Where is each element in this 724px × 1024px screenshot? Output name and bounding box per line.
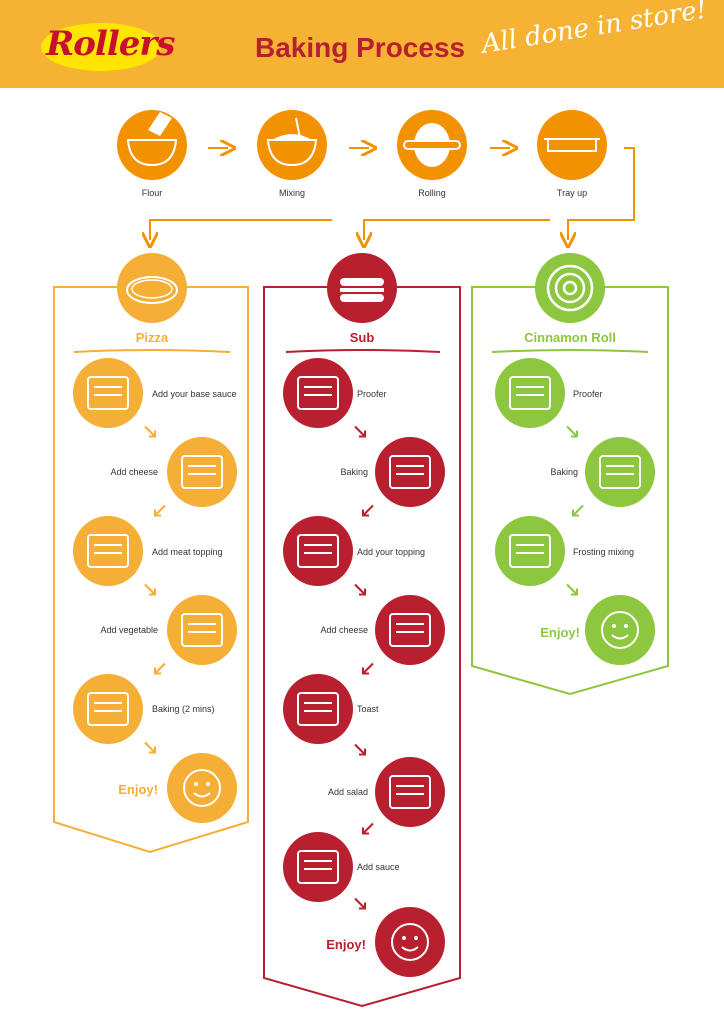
top-arrows — [150, 148, 635, 240]
pizza-title: Pizza — [135, 330, 169, 345]
pizza-step-circle-1 — [73, 358, 143, 428]
pizza-arrow-2 — [154, 504, 166, 517]
cinnamon-step-circle-4 — [585, 595, 655, 665]
sub-enjoy: Enjoy! — [326, 937, 366, 952]
pizza-step-circle-5 — [73, 674, 143, 744]
pizza-step-2: Add cheese — [110, 467, 158, 477]
sub-step-circle-3 — [283, 516, 353, 586]
top-step-flour-icon — [117, 110, 187, 180]
cinnamon-arrow-3 — [566, 583, 578, 596]
page-title: Baking Process — [255, 32, 466, 63]
pizza-arrow-5 — [144, 741, 156, 754]
sub-step-circle-8 — [375, 907, 445, 977]
cinnamon-arrow-1 — [566, 425, 578, 438]
pizza-step-4: Add vegetable — [100, 625, 158, 635]
sub-step-6: Add salad — [327, 787, 368, 797]
sub-step-circle-7 — [283, 832, 353, 902]
cinnamon-step-circle-1 — [495, 358, 565, 428]
pizza-arrow-1 — [144, 425, 156, 438]
cinnamon-roll-icon — [535, 253, 605, 323]
top-step-mixing-icon — [257, 110, 327, 180]
cinnamon-step-circle-2 — [585, 437, 655, 507]
pizza-step-5: Baking (2 mins) — [152, 704, 215, 714]
step-circles — [73, 358, 655, 977]
sub-arrow-3 — [354, 583, 366, 596]
pizza-frame — [53, 286, 249, 854]
top-step-tray-icon — [537, 110, 607, 180]
sub-step-circle-6 — [375, 757, 445, 827]
pizza-step-3: Add meat topping — [152, 547, 223, 557]
pizza-icon — [117, 253, 187, 323]
top-step-label-mixing: Mixing — [278, 188, 305, 198]
sub-step-5: Toast — [357, 704, 379, 714]
rollers-logo — [41, 23, 161, 71]
cinnamon-title: Cinnamon Roll — [524, 330, 616, 345]
sub-step-circle-5 — [283, 674, 353, 744]
sub-arrow-5 — [354, 743, 366, 756]
sub-frame — [263, 286, 461, 1008]
sub-title: Sub — [349, 330, 375, 345]
pizza-step-circle-2 — [167, 437, 237, 507]
pizza-enjoy: Enjoy! — [118, 782, 158, 797]
sub-arrow-4 — [362, 662, 374, 675]
pizza-arrow-3 — [144, 583, 156, 596]
sub-arrow-6 — [362, 822, 374, 835]
cinnamon-step-1: Proofer — [573, 389, 603, 399]
sub-sandwich-icon — [327, 253, 397, 323]
sub-step-circle-2 — [375, 437, 445, 507]
logo-text: Rollers — [46, 24, 175, 64]
sub-step-circle-1 — [283, 358, 353, 428]
sub-step-circle-4 — [375, 595, 445, 665]
top-step-label-rolling: Rolling — [418, 188, 446, 198]
sub-arrow-7 — [354, 897, 366, 910]
cinnamon-step-circle-3 — [495, 516, 565, 586]
cinnamon-frame — [471, 286, 669, 696]
pizza-arrow-4 — [154, 662, 166, 675]
top-step-rolling-icon — [397, 110, 467, 180]
top-step-label-flour: Flour — [141, 188, 163, 198]
cinnamon-step-2: Baking — [550, 467, 578, 477]
pizza-step-circle-6 — [167, 753, 237, 823]
cinnamon-arrow-2 — [572, 504, 584, 517]
sub-step-1: Proofer — [357, 389, 387, 399]
sub-arrow-1 — [354, 425, 366, 438]
sub-step-2: Baking — [340, 467, 368, 477]
sub-step-7: Add sauce — [357, 862, 400, 872]
pizza-step-circle-3 — [73, 516, 143, 586]
sub-arrow-2 — [362, 504, 374, 517]
sub-step-4: Add cheese — [320, 625, 368, 635]
top-step-label-tray: Tray up — [556, 188, 588, 198]
sub-step-3: Add your topping — [357, 547, 426, 557]
pizza-step-circle-4 — [167, 595, 237, 665]
pizza-step-1: Add your base sauce — [152, 389, 237, 399]
cinnamon-step-3: Frosting mixing — [573, 547, 635, 557]
cinnamon-enjoy: Enjoy! — [540, 625, 580, 640]
